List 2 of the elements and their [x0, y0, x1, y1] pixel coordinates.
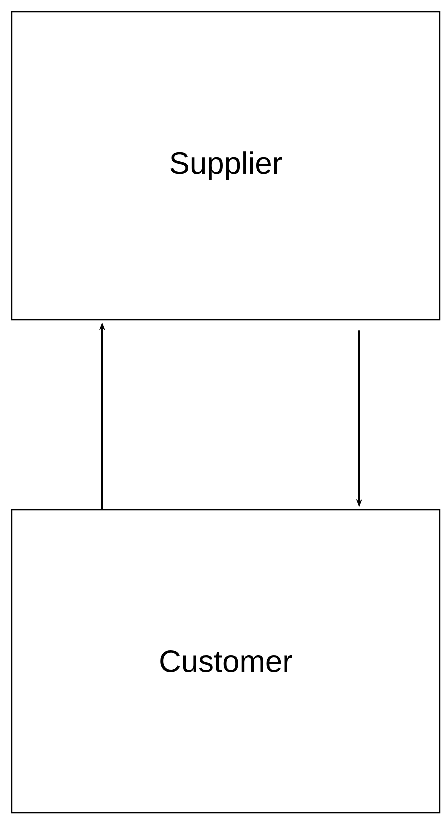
entity-box: Customer — [11, 509, 441, 814]
entity-box: Supplier — [11, 11, 441, 321]
